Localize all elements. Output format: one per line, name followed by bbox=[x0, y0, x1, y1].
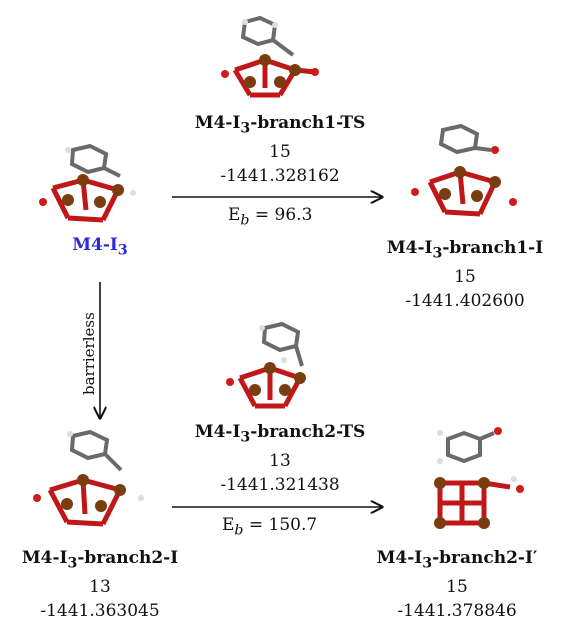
mult-branch2-ts: 13 bbox=[269, 451, 291, 472]
eb-bottom: Eb = 150.7 bbox=[222, 515, 318, 539]
molecule-m4-i3 bbox=[39, 143, 136, 223]
energy-branch2-i: -1441.363045 bbox=[40, 601, 160, 622]
mult-branch1-i: 15 bbox=[454, 267, 476, 288]
molecule-branch2-iprime bbox=[434, 427, 524, 529]
mult-branch1-ts: 15 bbox=[269, 142, 291, 163]
energy-branch2-ts: -1441.321438 bbox=[220, 475, 340, 496]
molecule-branch1-ts bbox=[221, 15, 319, 98]
label-barrierless: barrierless bbox=[80, 312, 98, 395]
mult-branch2-iprime: 15 bbox=[446, 577, 468, 598]
mult-branch2-i: 13 bbox=[89, 577, 111, 598]
label-branch2-iprime: M4-I3-branch2-I′ 15 -1441.378846 bbox=[352, 546, 562, 623]
energy-branch1-i: -1441.402600 bbox=[405, 291, 525, 312]
molecule-branch1-i bbox=[411, 123, 517, 217]
energy-branch2-iprime: -1441.378846 bbox=[397, 601, 517, 622]
label-branch1-ts: M4-I3-branch1-TS 15 -1441.328162 bbox=[155, 111, 405, 188]
label-branch2-i: M4-I3-branch2-I 13 -1441.363045 bbox=[0, 546, 200, 623]
eb-top: Eb = 96.3 bbox=[228, 205, 313, 229]
label-branch2-ts: M4-I3-branch2-TS 13 -1441.321438 bbox=[155, 420, 405, 497]
label-m4-i3: M4-I3 bbox=[72, 235, 128, 259]
molecule-branch2-ts bbox=[226, 321, 306, 409]
label-branch1-i: M4-I3-branch1-I 15 -1441.402600 bbox=[355, 236, 565, 313]
energy-branch1-ts: -1441.328162 bbox=[220, 166, 340, 187]
molecule-branch2-i bbox=[33, 429, 144, 527]
